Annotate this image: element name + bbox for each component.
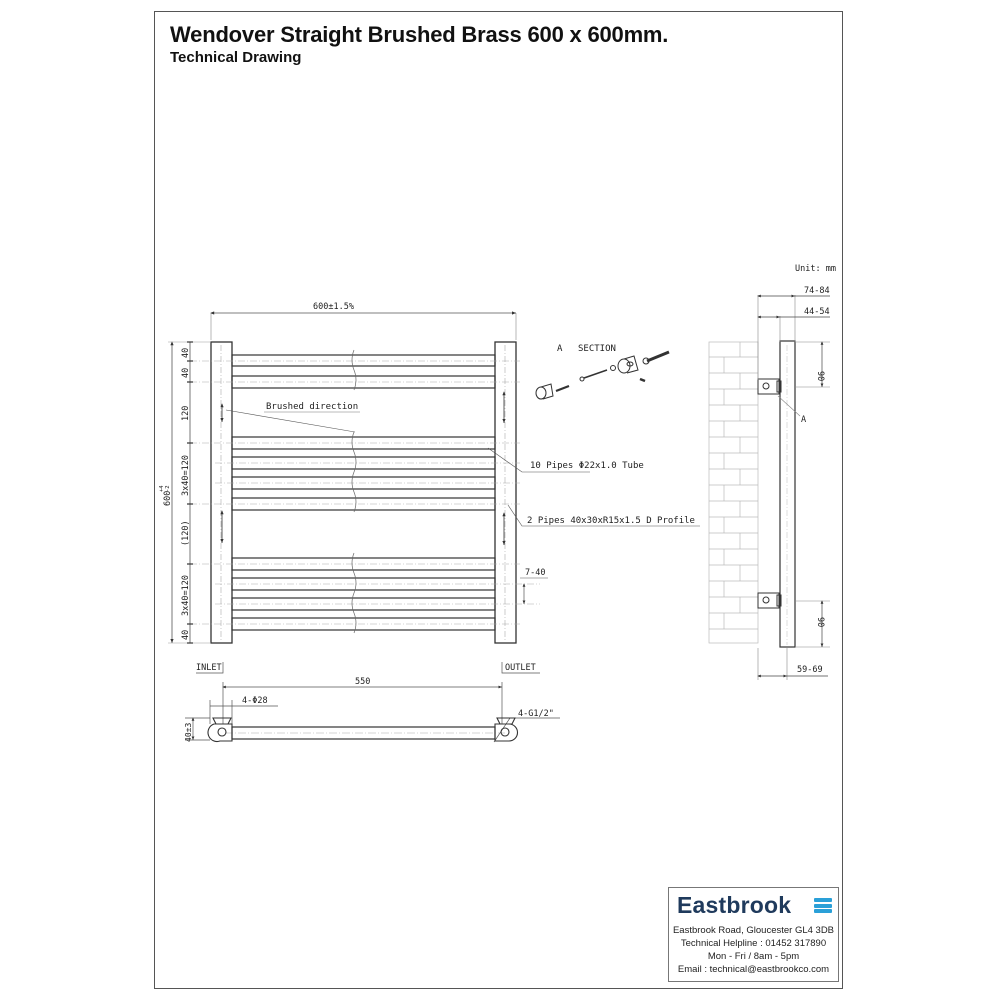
- centers-dimension: 550: [355, 677, 370, 687]
- company-logo: Eastbrook: [669, 890, 838, 924]
- dim-120-gap: (120): [181, 520, 191, 546]
- depth-dimension: 40±3: [184, 723, 193, 742]
- right-upright: [494, 341, 517, 644]
- thread-label: 4-G1/2": [518, 709, 554, 719]
- brick-wall: [708, 341, 759, 644]
- dim-40-bottom: 40: [181, 630, 191, 640]
- dim-40-top: 40: [181, 348, 191, 358]
- company-helpline: Technical Helpline : 01452 317890: [680, 938, 827, 949]
- dim-bottom-bracket: 90: [815, 617, 825, 627]
- side-upright: [779, 340, 796, 648]
- page-title: Wendover Straight Brushed Brass 600 x 60…: [170, 22, 669, 47]
- diameter-label: 4-Φ28: [242, 696, 268, 706]
- profile-spec-label: 2 Pipes 40x30xR15x1.5 D Profile: [527, 516, 695, 526]
- wall-brackets: [757, 378, 782, 609]
- company-address: Eastbrook Road, Gloucester GL4 3DB: [672, 925, 835, 936]
- bottom-view: [185, 662, 560, 743]
- section-a-letter: A: [557, 344, 563, 354]
- company-name: Eastbrook: [677, 892, 792, 918]
- dim-height-tol-upper: +4: [159, 485, 165, 492]
- front-view-labels: 600±1.5% Brushed direction 10 Pipes Φ22x…: [159, 302, 695, 640]
- dim-top-bracket: 90: [815, 371, 825, 381]
- company-email[interactable]: Email : technical@eastbrookco.com: [677, 964, 830, 975]
- outlet-label: OUTLET: [505, 663, 536, 673]
- section-label: SECTION: [578, 344, 616, 354]
- dim-120: 120: [181, 406, 191, 421]
- company-info-box: Eastbrook Eastbrook Road, Gloucester GL4…: [668, 887, 839, 982]
- side-view: [708, 294, 830, 680]
- left-upright: [210, 341, 233, 644]
- dim-height-tol-lower: -2: [165, 485, 171, 492]
- width-dimension: 600±1.5%: [313, 302, 354, 312]
- tube-spec-label: 10 Pipes Φ22x1.0 Tube: [530, 461, 644, 471]
- inlet-label: INLET: [196, 663, 222, 673]
- waves-icon: [814, 898, 832, 918]
- dim-wall-gap: 44-54: [804, 307, 830, 317]
- dim-height-600: 600: [163, 491, 173, 506]
- company-hours: Mon - Fri / 8am - 5pm: [707, 951, 800, 962]
- drawing-frame: [154, 11, 843, 989]
- unit-label: Unit: mm: [795, 264, 836, 274]
- front-view: [168, 311, 700, 644]
- dim-total-depth: 74-84: [804, 286, 830, 296]
- section-a-exploded: [535, 350, 670, 400]
- spacing-label: 7-40: [525, 568, 545, 578]
- dim-bottom-depth: 59-69: [797, 665, 823, 675]
- tube-bars: [231, 354, 496, 631]
- brushed-direction-label: Brushed direction: [266, 402, 358, 412]
- page-subtitle: Technical Drawing: [170, 49, 302, 66]
- dim-40-second: 40: [181, 368, 191, 378]
- dim-3x40-lower: 3x40=120: [181, 575, 191, 616]
- callout-a: A: [801, 415, 806, 425]
- dim-3x40-upper: 3x40=120: [181, 455, 191, 496]
